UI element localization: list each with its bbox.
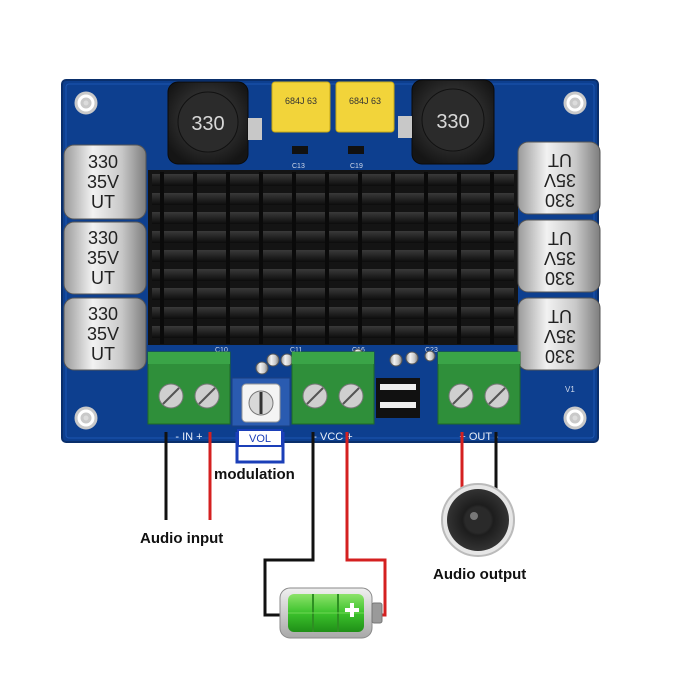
- svg-text:UT: UT: [91, 268, 115, 288]
- terminal-vcc: [291, 351, 375, 425]
- modulation-label: modulation: [214, 466, 295, 483]
- heatsink-fin: [152, 326, 514, 338]
- svg-text:330: 330: [545, 190, 575, 210]
- wire-modulation-bracket: [235, 432, 285, 464]
- svg-text:UT: UT: [91, 192, 115, 212]
- inductor-left-label: 330: [191, 113, 224, 135]
- heatsink-fin: [152, 174, 514, 186]
- audio-input-label: Audio input: [140, 530, 224, 547]
- capacitor-left-2: 330 35V UT: [63, 221, 147, 295]
- svg-text:UT: UT: [548, 228, 572, 248]
- svg-text:35V: 35V: [544, 326, 576, 346]
- capacitor-right-1: 330 35V UT: [517, 141, 601, 215]
- ref-c10: C10: [215, 347, 228, 354]
- capacitor-left-1: 330 35V UT: [63, 144, 147, 220]
- silk-in: - IN +: [175, 431, 202, 443]
- svg-text:35V: 35V: [544, 170, 576, 190]
- svg-text:330: 330: [545, 268, 575, 288]
- potentiometer-vol[interactable]: [231, 377, 291, 427]
- heatsink-slot: [160, 172, 164, 344]
- capacitor-left-3: 330 35V UT: [63, 297, 147, 371]
- film-capacitor-right: 684J 63: [335, 81, 395, 133]
- svg-text:330: 330: [545, 346, 575, 366]
- inductor-left: 330: [167, 81, 249, 165]
- heatsink-slot: [292, 172, 296, 344]
- wire-vcc-negative: [263, 432, 315, 617]
- heatsink-slot: [193, 172, 197, 344]
- battery-icon: [279, 587, 383, 639]
- svg-text:UT: UT: [548, 150, 572, 170]
- film-cap-right-label: 684J 63: [349, 96, 381, 106]
- svg-text:UT: UT: [548, 306, 572, 326]
- ref-v1: V1: [565, 385, 575, 394]
- svg-text:35V: 35V: [87, 324, 119, 344]
- silk-vcc: - VCC +: [313, 431, 352, 443]
- heatsink-fin: [152, 212, 514, 224]
- inductor-right: 330: [411, 79, 495, 165]
- heatsink-slot: [457, 172, 461, 344]
- audio-output-label: Audio output: [433, 566, 527, 583]
- heatsink-slot: [226, 172, 230, 344]
- film-cap-left-label: 684J 63: [285, 96, 317, 106]
- heatsink-slot: [424, 172, 428, 344]
- svg-text:330: 330: [88, 304, 118, 324]
- svg-text:35V: 35V: [87, 172, 119, 192]
- svg-text:330: 330: [88, 152, 118, 172]
- heatsink-slot: [325, 172, 329, 344]
- heatsink-fin: [152, 193, 514, 205]
- svg-text:UT: UT: [91, 344, 115, 364]
- mounting-holes: [74, 91, 587, 430]
- heatsink-fin: [152, 288, 514, 300]
- heatsink-slot: [490, 172, 494, 344]
- heatsink: [148, 170, 518, 345]
- speaker-icon: [441, 483, 515, 557]
- ref-c11: C11: [290, 347, 302, 354]
- heatsink-slot: [358, 172, 362, 344]
- ref-c23: C23: [425, 347, 438, 354]
- heatsink-fin: [152, 231, 514, 243]
- heatsink-fin: [152, 307, 514, 319]
- svg-text:35V: 35V: [544, 248, 576, 268]
- silk-vol: VOL: [249, 433, 271, 445]
- heatsink-slot: [391, 172, 395, 344]
- terminal-out: [437, 351, 521, 425]
- film-capacitor-left: 684J 63: [271, 81, 331, 133]
- svg-text:330: 330: [88, 228, 118, 248]
- heatsink-fin: [152, 269, 514, 281]
- inductor-right-label: 330: [436, 111, 469, 133]
- svg-text:35V: 35V: [87, 248, 119, 268]
- ref-c19: C19: [350, 163, 363, 170]
- heatsink-fin: [152, 250, 514, 262]
- ref-c13: C13: [292, 163, 305, 170]
- silk-out: + OUT -: [459, 431, 499, 443]
- capacitor-right-3: 330 35V UT: [517, 297, 601, 371]
- heatsink-slot: [259, 172, 263, 344]
- terminal-in: [147, 351, 231, 425]
- capacitor-right-2: 330 35V UT: [517, 219, 601, 293]
